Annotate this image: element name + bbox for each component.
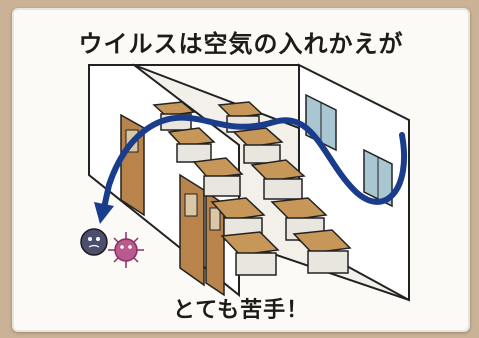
desk: [167, 127, 216, 163]
card-caption: とても苦手！: [172, 298, 310, 323]
desk: [192, 157, 244, 197]
classroom-illustration: [80, 63, 410, 302]
desk: [250, 159, 306, 200]
window-lower: [363, 148, 393, 208]
front-door: [120, 113, 145, 217]
desk-group: [152, 101, 352, 276]
desk: [292, 229, 352, 274]
back-door: [179, 173, 225, 297]
virus-icon: [80, 228, 108, 256]
virus-icon: [108, 232, 144, 268]
desk: [220, 231, 280, 276]
desk: [232, 127, 284, 164]
illustration-card: ウイルスは空気の入れかえが: [12, 8, 470, 332]
airflow-arrow: [94, 114, 407, 224]
card-title: ウイルスは空気の入れかえが: [78, 30, 404, 58]
